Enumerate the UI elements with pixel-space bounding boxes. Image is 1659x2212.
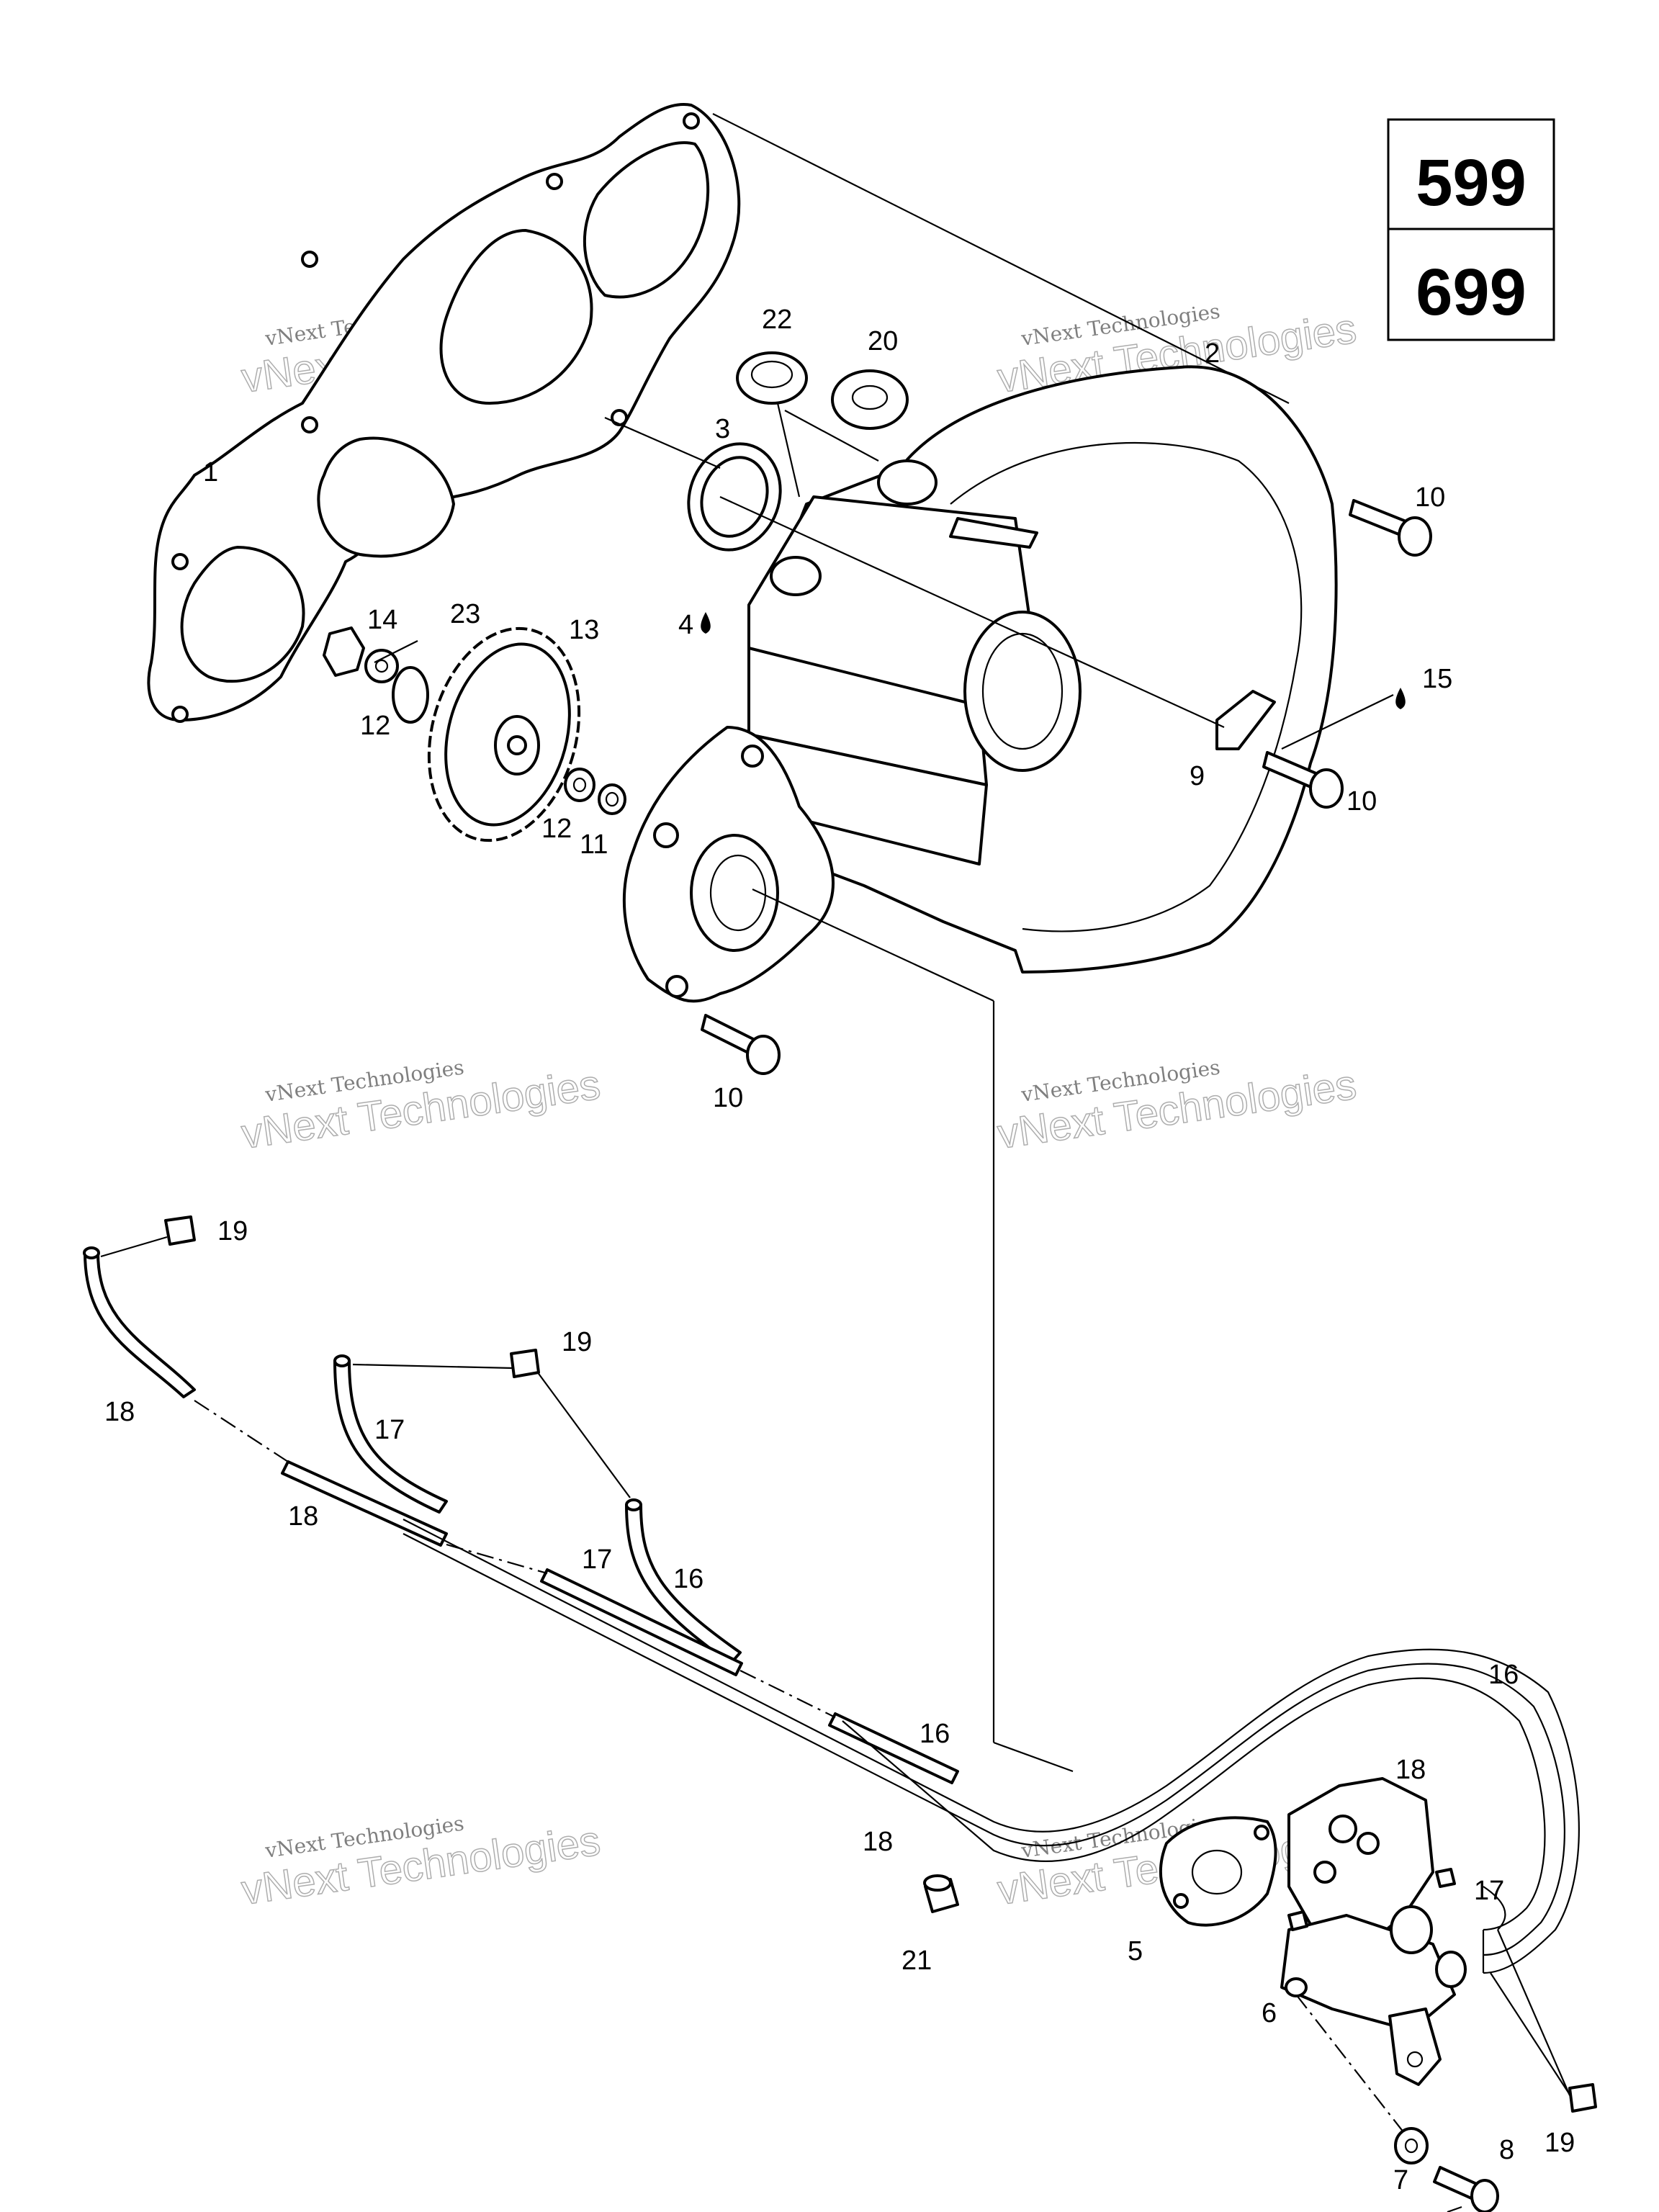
part-clamp — [100, 1215, 196, 1258]
callout-label: 19 — [562, 1327, 592, 1357]
callout-label: 21 — [902, 1946, 932, 1976]
callout-label: 23 — [450, 599, 480, 629]
model-box: 599 699 — [1387, 118, 1555, 341]
oil-drop-icon — [1395, 688, 1406, 709]
part-bolt — [1433, 2166, 1499, 2212]
part-washer — [598, 783, 626, 815]
part-bolt — [1349, 499, 1432, 557]
part-tube — [281, 1460, 448, 1547]
callout-label: 10 — [1415, 482, 1445, 513]
part-housing — [747, 365, 1338, 974]
model-number-599: 599 — [1416, 146, 1527, 220]
callout-label: 10 — [1346, 786, 1377, 817]
part-plug — [736, 351, 808, 405]
callout-label: 16 — [1488, 1660, 1519, 1690]
part-bearing — [392, 666, 429, 724]
part-clamp — [352, 1349, 631, 1498]
part-plug — [831, 369, 909, 430]
callout-label: 15 — [1422, 664, 1452, 694]
callout-label: 19 — [1545, 2128, 1575, 2158]
callout-label: 12 — [360, 711, 390, 741]
callout-label: 12 — [541, 814, 572, 844]
part-clip — [1215, 690, 1276, 750]
part-spacer — [923, 1874, 959, 1913]
callout-label: 10 — [713, 1083, 743, 1113]
part-tube — [333, 1354, 448, 1514]
callout-label: 9 — [1190, 761, 1205, 791]
oil-drop-icon — [701, 612, 711, 634]
callout-label: 18 — [1395, 1755, 1426, 1785]
part-bolt — [1262, 751, 1344, 809]
callout-label: 3 — [715, 414, 730, 444]
callout-label: 7 — [1393, 2165, 1408, 2195]
part-washer — [364, 649, 399, 683]
part-nut — [323, 626, 365, 677]
callout-label: 16 — [673, 1564, 703, 1594]
part-washer — [1394, 2127, 1429, 2164]
part-gear — [427, 626, 581, 842]
part-tube — [540, 1568, 743, 1676]
callout-label: 5 — [1128, 1936, 1143, 1966]
callout-label: 18 — [863, 1827, 893, 1857]
callout-label: 6 — [1262, 1998, 1277, 2028]
callout-label: 18 — [288, 1501, 318, 1532]
callout-label: 8 — [1499, 2135, 1514, 2165]
callout-label: 20 — [868, 326, 898, 356]
center-lines — [194, 1400, 1412, 2143]
callout-label: 19 — [217, 1216, 248, 1246]
part-pump-gasket — [1159, 1816, 1277, 1927]
callout-label: 17 — [582, 1545, 612, 1575]
callout-label: 13 — [569, 615, 599, 645]
callout-label: 17 — [1474, 1876, 1504, 1906]
part-oil-pump — [1280, 1777, 1467, 2086]
part-bolt — [701, 1014, 781, 1075]
part-oil-seal — [687, 442, 782, 552]
part-tube — [828, 1712, 959, 1784]
part-clamp — [1490, 1929, 1597, 2113]
callout-label: 18 — [104, 1397, 135, 1427]
part-tube — [625, 1498, 742, 1665]
part-washer — [564, 768, 595, 802]
part-tube-long — [403, 1519, 1580, 1974]
callout-label: 1 — [203, 457, 218, 487]
callout-label: 11 — [580, 830, 608, 860]
callout-label: 17 — [374, 1415, 405, 1445]
callout-label: 14 — [367, 605, 397, 635]
part-gasket — [147, 102, 741, 723]
callout-label: 2 — [1205, 338, 1220, 369]
model-number-699: 699 — [1416, 256, 1527, 329]
callout-labels: 1 22 20 2 3 10 4 14 23 13 15 12 9 10 12 … — [104, 305, 1575, 2195]
leader-lines — [374, 113, 1394, 1773]
callout-label: 22 — [762, 305, 792, 335]
callout-label: 4 — [678, 610, 693, 640]
callout-label: 16 — [920, 1719, 950, 1749]
part-cover-plate — [622, 726, 835, 1003]
part-tube — [83, 1246, 196, 1398]
